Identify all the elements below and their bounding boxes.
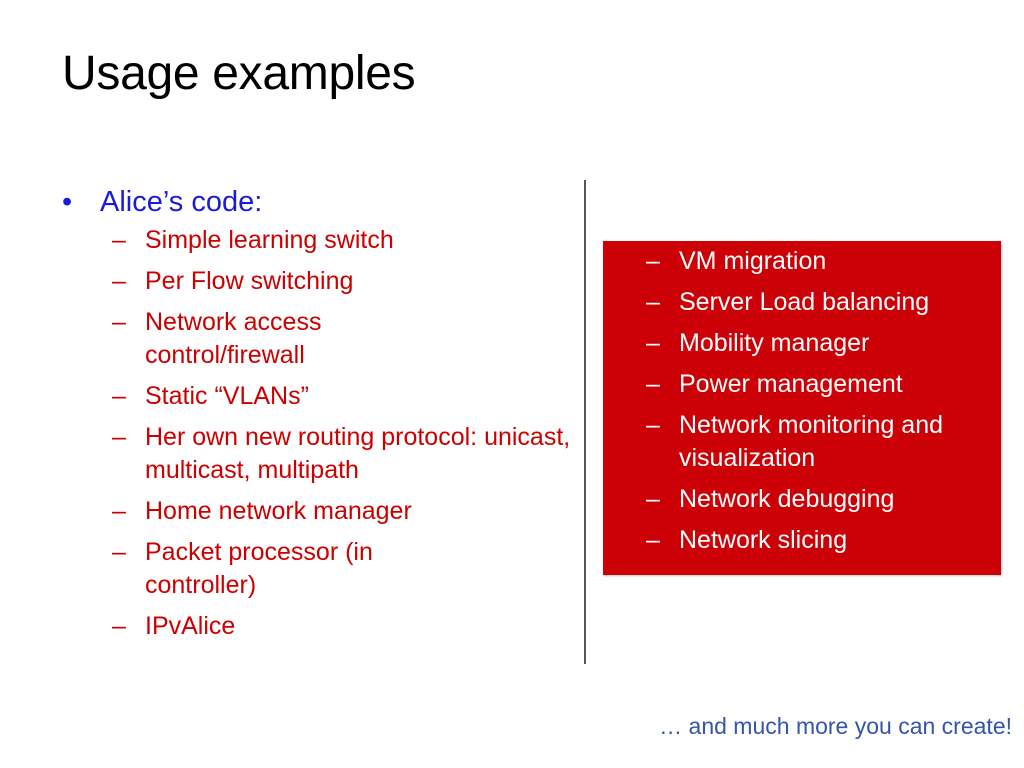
dash-marker: – [646, 370, 660, 398]
list-item: –Server Load balancing [646, 286, 996, 319]
dash-marker: – [646, 526, 660, 554]
list-item: –VM migration [646, 245, 996, 278]
dash-marker: – [112, 226, 126, 254]
left-column: • Alice’s code: –Simple learning switch … [62, 184, 582, 651]
list-item: –Network debugging [646, 483, 996, 516]
list-item-text: Server Load balancing [679, 288, 930, 316]
list-item: –Power management [646, 368, 996, 401]
list-item: –Her own new routing protocol: unicast, … [112, 421, 582, 487]
list-item-text: Network slicing [679, 526, 848, 554]
dash-marker: – [112, 382, 126, 410]
vertical-divider [584, 180, 586, 664]
list-item-text: VM migration [679, 247, 827, 275]
dash-marker: – [646, 329, 660, 357]
list-item-text: Her own new routing protocol: unicast, m… [145, 423, 571, 484]
main-bullet-label: Alice’s code: [100, 186, 263, 218]
dash-marker: – [646, 485, 660, 513]
list-item-text: IPvAlice [145, 612, 236, 640]
dash-marker: – [112, 538, 126, 566]
dash-marker: – [646, 247, 660, 275]
list-item: –Packet processor (in controller) [112, 536, 582, 602]
list-item-text: Packet processor (in controller) [145, 538, 373, 599]
list-item: –Per Flow switching [112, 265, 582, 298]
list-item: –Network slicing [646, 524, 996, 557]
main-bullet: • Alice’s code: [62, 184, 582, 220]
dash-marker: – [112, 267, 126, 295]
left-sub-list: –Simple learning switch –Per Flow switch… [62, 224, 582, 643]
list-item-text: Per Flow switching [145, 267, 354, 295]
list-item-text: Power management [679, 370, 903, 398]
list-item-text: Network debugging [679, 485, 895, 513]
list-item: –Mobility manager [646, 327, 996, 360]
dash-marker: – [646, 288, 660, 316]
list-item-text: Static “VLANs” [145, 382, 309, 410]
list-item-text: Network monitoring and visualization [679, 411, 944, 472]
list-item: –Simple learning switch [112, 224, 582, 257]
list-item: –Network monitoring and visualization [646, 409, 996, 475]
list-item: –IPvAlice [112, 610, 582, 643]
list-item: –Network access control/firewall [112, 306, 582, 372]
list-item-text: Home network manager [145, 497, 412, 525]
footer-note: … and much more you can create! [659, 713, 1012, 739]
dash-marker: – [112, 612, 126, 640]
dash-marker: – [112, 423, 126, 451]
bullet-dot: • [62, 186, 73, 218]
list-item-text: Network access control/firewall [145, 308, 322, 369]
dash-marker: – [112, 497, 126, 525]
list-item: –Home network manager [112, 495, 582, 528]
right-sub-list: –VM migration –Server Load balancing –Mo… [646, 245, 996, 565]
list-item-text: Simple learning switch [145, 226, 394, 254]
list-item: –Static “VLANs” [112, 380, 582, 413]
slide-title: Usage examples [62, 47, 416, 100]
highlight-box: –VM migration –Server Load balancing –Mo… [603, 241, 1001, 575]
dash-marker: – [646, 411, 660, 439]
dash-marker: – [112, 308, 126, 336]
list-item-text: Mobility manager [679, 329, 870, 357]
